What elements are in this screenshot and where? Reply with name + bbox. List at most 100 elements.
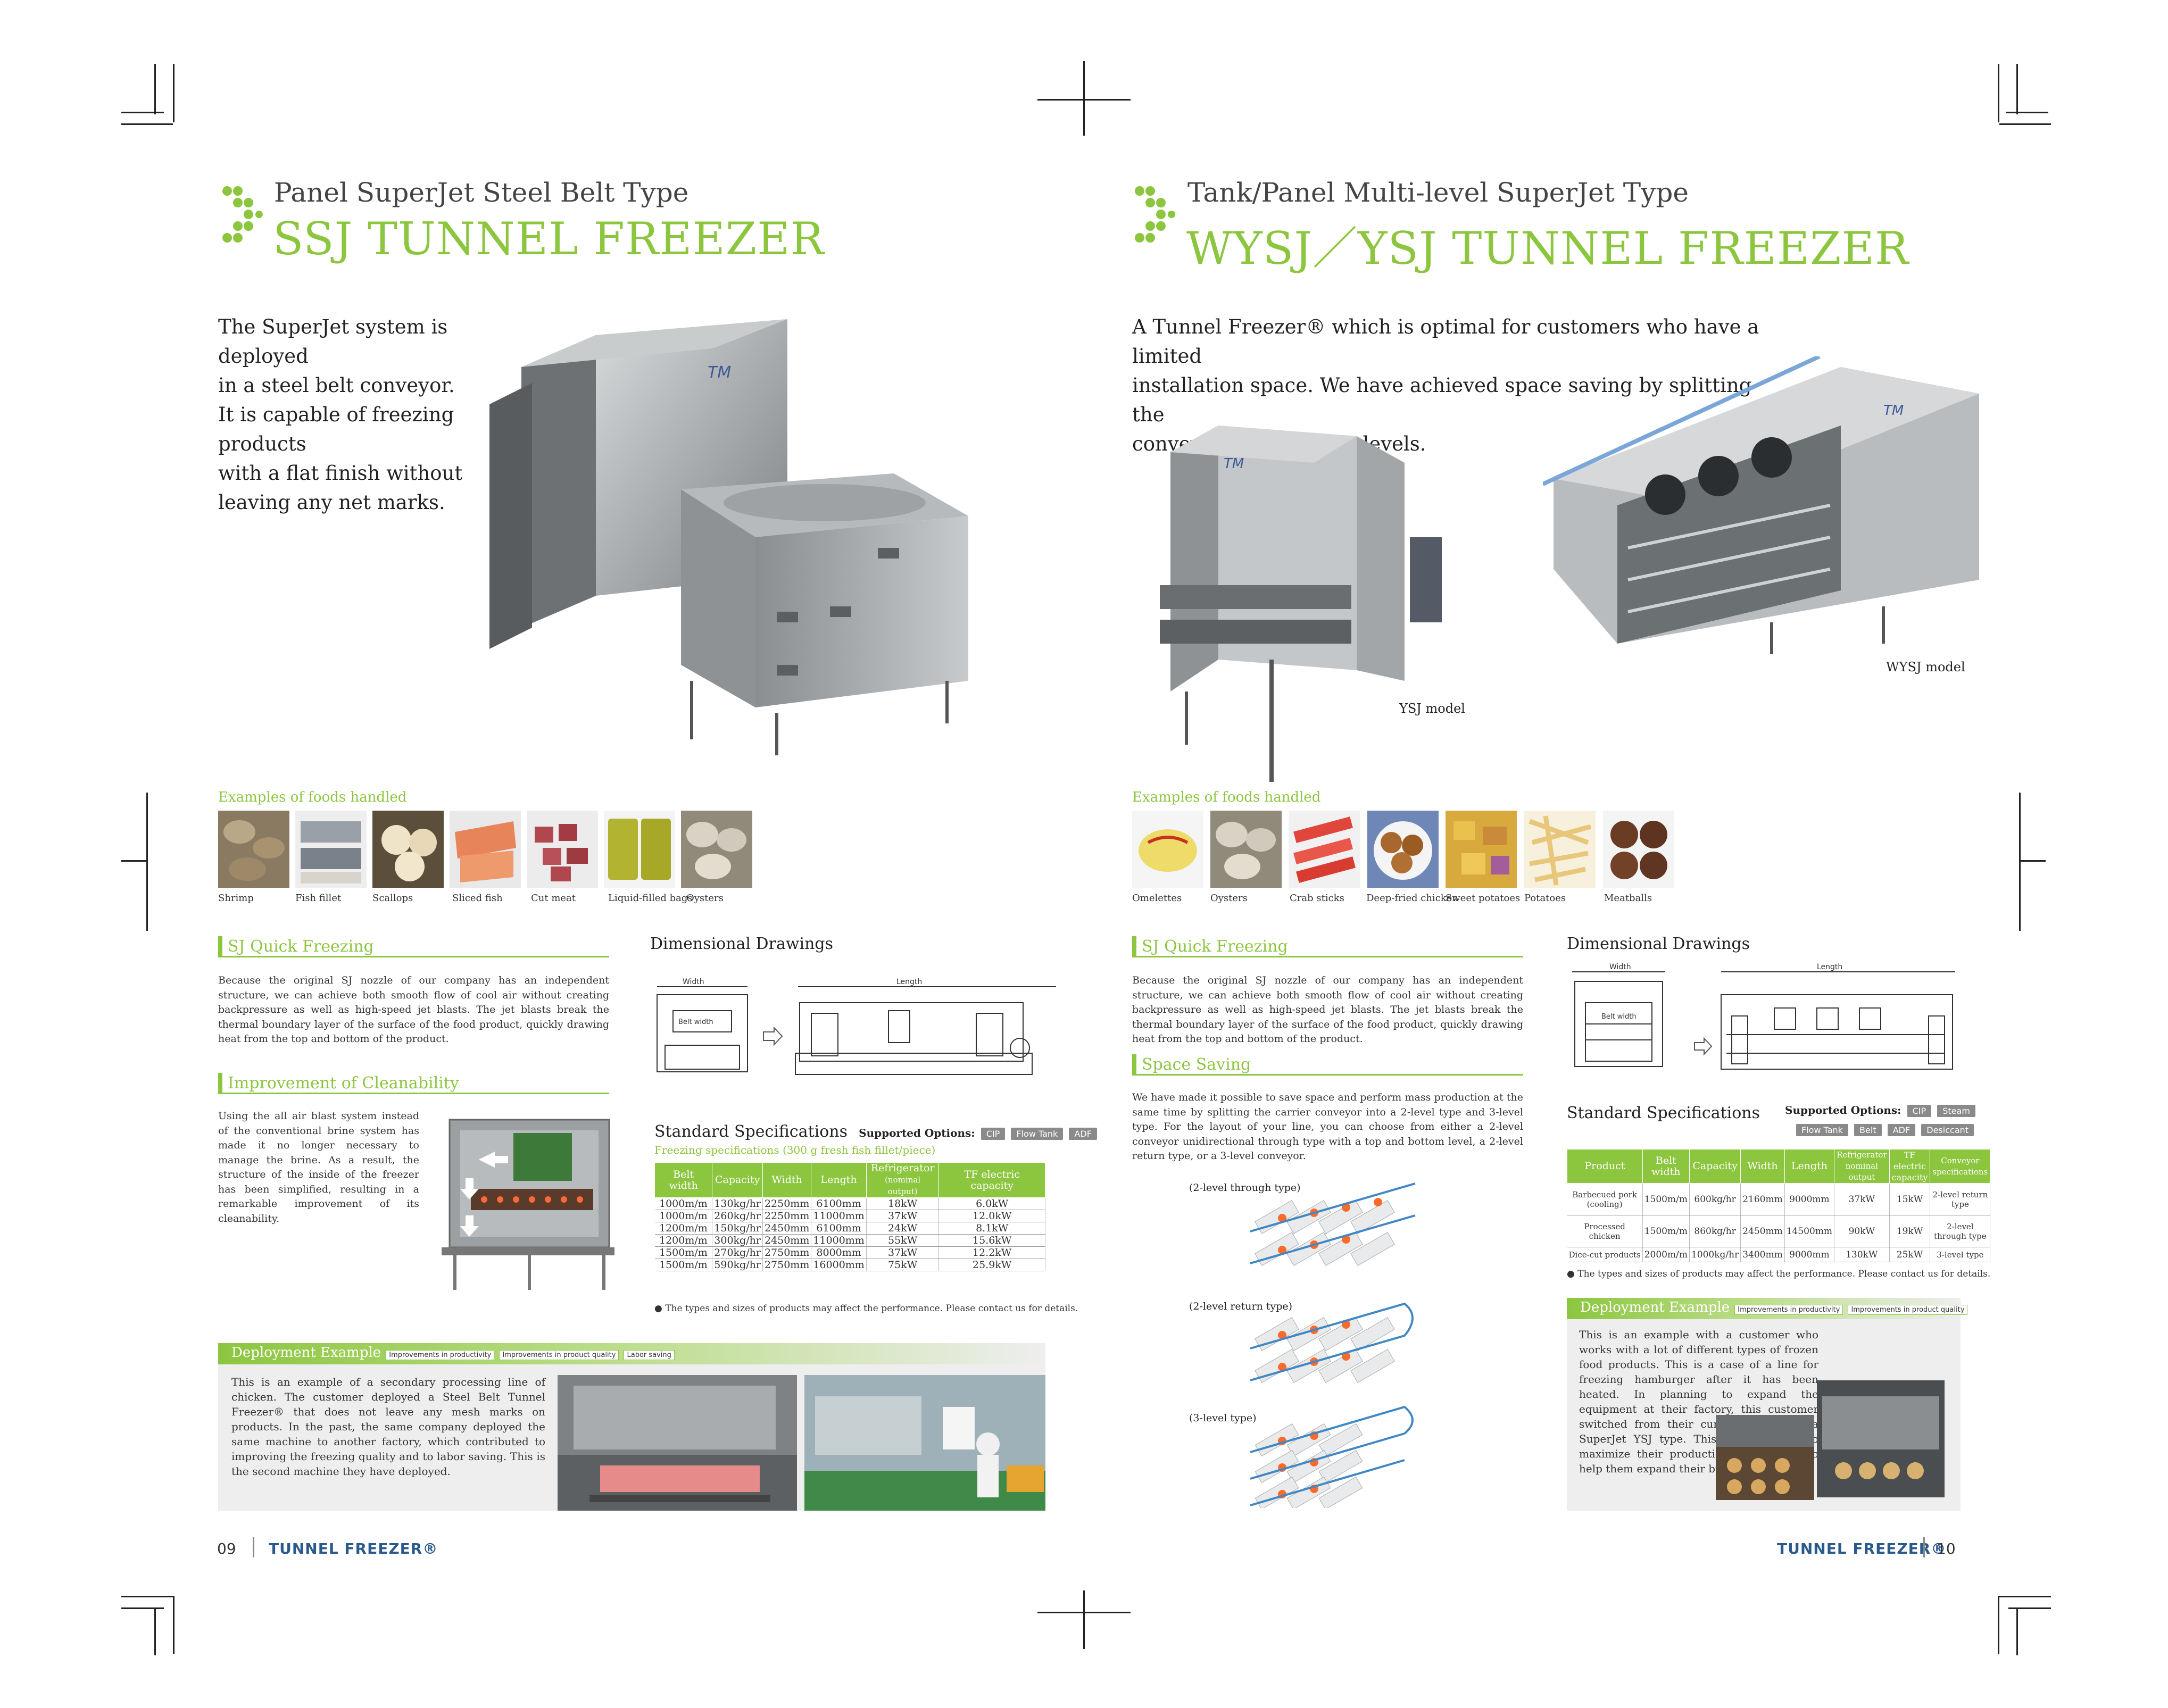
svg-text:Width: Width — [683, 978, 704, 986]
svg-text:Belt width: Belt width — [1601, 1013, 1637, 1021]
chevron-bullets-icon — [222, 186, 263, 243]
food-photo — [1524, 811, 1596, 888]
food-label: Meatballs — [1604, 893, 1652, 904]
left-sj-heading: SJ Quick Freezing — [218, 936, 609, 957]
right-spec-title: Standard Specifications — [1567, 1104, 1760, 1122]
svg-text:TM: TM — [1883, 403, 1904, 419]
food-label: Fish fillet — [295, 893, 342, 904]
food-photo — [1210, 811, 1282, 888]
food-label: Sliced fish — [452, 893, 503, 904]
page-divider — [253, 1537, 254, 1557]
right-brand: TUNNEL FREEZER® — [1777, 1540, 1947, 1557]
wysj-caption: WYSJ model — [1886, 660, 1965, 674]
ssj-freezer-photo: TM — [489, 319, 968, 755]
left-spec-heading: Standard Specifications Supported Option… — [654, 1122, 1097, 1141]
right-dimensional-drawing: Width Length Belt width — [1572, 963, 1955, 1070]
food-label: Liquid-filled bags — [608, 893, 693, 904]
left-deployment-header: Deployment Example Improvements in produ… — [231, 1345, 675, 1361]
svg-text:Width: Width — [1609, 963, 1631, 971]
wysj-freezer-photo: TM — [1543, 356, 1979, 654]
food-photo — [1603, 811, 1674, 888]
conveyor-type-label: (2-level through type) — [1189, 1182, 1301, 1194]
conveyor-2-level-through-diagram — [1250, 1182, 1416, 1266]
food-photo — [1132, 811, 1203, 888]
ysj-freezer-photo: TM — [1160, 426, 1442, 782]
conveyor-type-label: (2-level return type) — [1189, 1301, 1293, 1312]
food-label: Potatoes — [1524, 893, 1566, 904]
right-space-text: We have made it possible to save space a… — [1132, 1092, 1523, 1162]
right-sj-text: Because the original SJ nozzle of our co… — [1132, 974, 1523, 1045]
right-options-row2: Flow Tank Belt ADF Desiccant — [1793, 1124, 1974, 1136]
food-label: Crab sticks — [1290, 893, 1344, 904]
chevron-bullets-icon — [1135, 186, 1175, 243]
food-label: Oysters — [686, 893, 724, 904]
svg-text:TM: TM — [708, 363, 731, 382]
food-photo — [372, 811, 444, 888]
conveyor-2-level-return-diagram — [1250, 1302, 1414, 1383]
left-spec-note: ● The types and sizes of products may af… — [654, 1303, 1078, 1314]
right-sj-heading: SJ Quick Freezing — [1132, 936, 1523, 957]
left-title: SSJ TUNNEL FREEZER — [273, 213, 825, 265]
deploy-photo-factory-workers — [804, 1375, 1045, 1511]
food-photo — [681, 811, 752, 888]
deploy-photo-hamburger-line-b — [1716, 1415, 1814, 1500]
right-space-heading: Space Saving — [1132, 1054, 1523, 1076]
food-photo — [218, 811, 289, 888]
left-subtitle: Panel SuperJet Steel Belt Type — [274, 177, 689, 208]
right-options: Supported Options: CIP Steam — [1785, 1104, 1975, 1117]
svg-text:Length: Length — [896, 978, 922, 986]
food-label: Scallops — [372, 893, 413, 904]
left-foods-heading: Examples of foods handled — [218, 789, 407, 805]
food-photo — [1446, 811, 1517, 888]
svg-text:Belt width: Belt width — [678, 1018, 713, 1026]
left-spec-sub: Freezing specifications (300 g fresh fis… — [654, 1144, 936, 1156]
food-label: Shrimp — [218, 893, 254, 904]
svg-text:Length: Length — [1817, 963, 1842, 971]
food-label: Omelettes — [1132, 893, 1182, 904]
food-label: Oysters — [1210, 893, 1248, 904]
svg-text:TM: TM — [1224, 456, 1244, 472]
conveyor-type-label: (3-level type) — [1189, 1412, 1257, 1424]
left-dimensional-drawing: Width Length Belt width — [657, 978, 1056, 1075]
right-deployment-header: Deployment Example Improvements in produ… — [1580, 1299, 1968, 1315]
deploy-photo-chicken-line — [558, 1375, 797, 1511]
left-deploy-text: This is an example of a secondary proces… — [231, 1376, 545, 1478]
cleanability-diagram — [442, 1119, 614, 1290]
food-photo — [604, 811, 675, 888]
food-photo — [295, 811, 367, 888]
left-drawings-title: Dimensional Drawings — [650, 935, 834, 953]
right-foods-heading: Examples of foods handled — [1132, 789, 1321, 805]
conveyor-3-level-diagram — [1250, 1405, 1414, 1508]
food-photo — [450, 811, 521, 888]
deploy-photo-hamburger-line-a — [1817, 1380, 1945, 1497]
food-label: Deep-fried chicken — [1366, 893, 1458, 904]
right-drawings-title: Dimensional Drawings — [1567, 935, 1750, 953]
food-label: Cut meat — [531, 893, 576, 904]
ysj-caption: YSJ model — [1399, 701, 1465, 716]
left-brand: TUNNEL FREEZER® — [269, 1540, 438, 1557]
right-subtitle: Tank/Panel Multi-level SuperJet Type — [1187, 177, 1689, 208]
left-clean-heading: Improvement of Cleanability — [218, 1073, 609, 1094]
food-photo — [1367, 811, 1439, 888]
food-photo — [527, 811, 598, 888]
right-page-number: 10 — [1937, 1540, 1956, 1557]
left-sj-text: Because the original SJ nozzle of our co… — [218, 974, 609, 1045]
right-title: WYSJ／YSJ TUNNEL FREEZER — [1186, 222, 1909, 274]
page-divider — [1923, 1537, 1925, 1557]
food-photo — [1289, 811, 1360, 888]
food-label: Sweet potatoes — [1446, 893, 1521, 904]
left-page-number: 09 — [217, 1540, 236, 1557]
left-clean-text: Using the all air blast system instead o… — [218, 1110, 419, 1224]
